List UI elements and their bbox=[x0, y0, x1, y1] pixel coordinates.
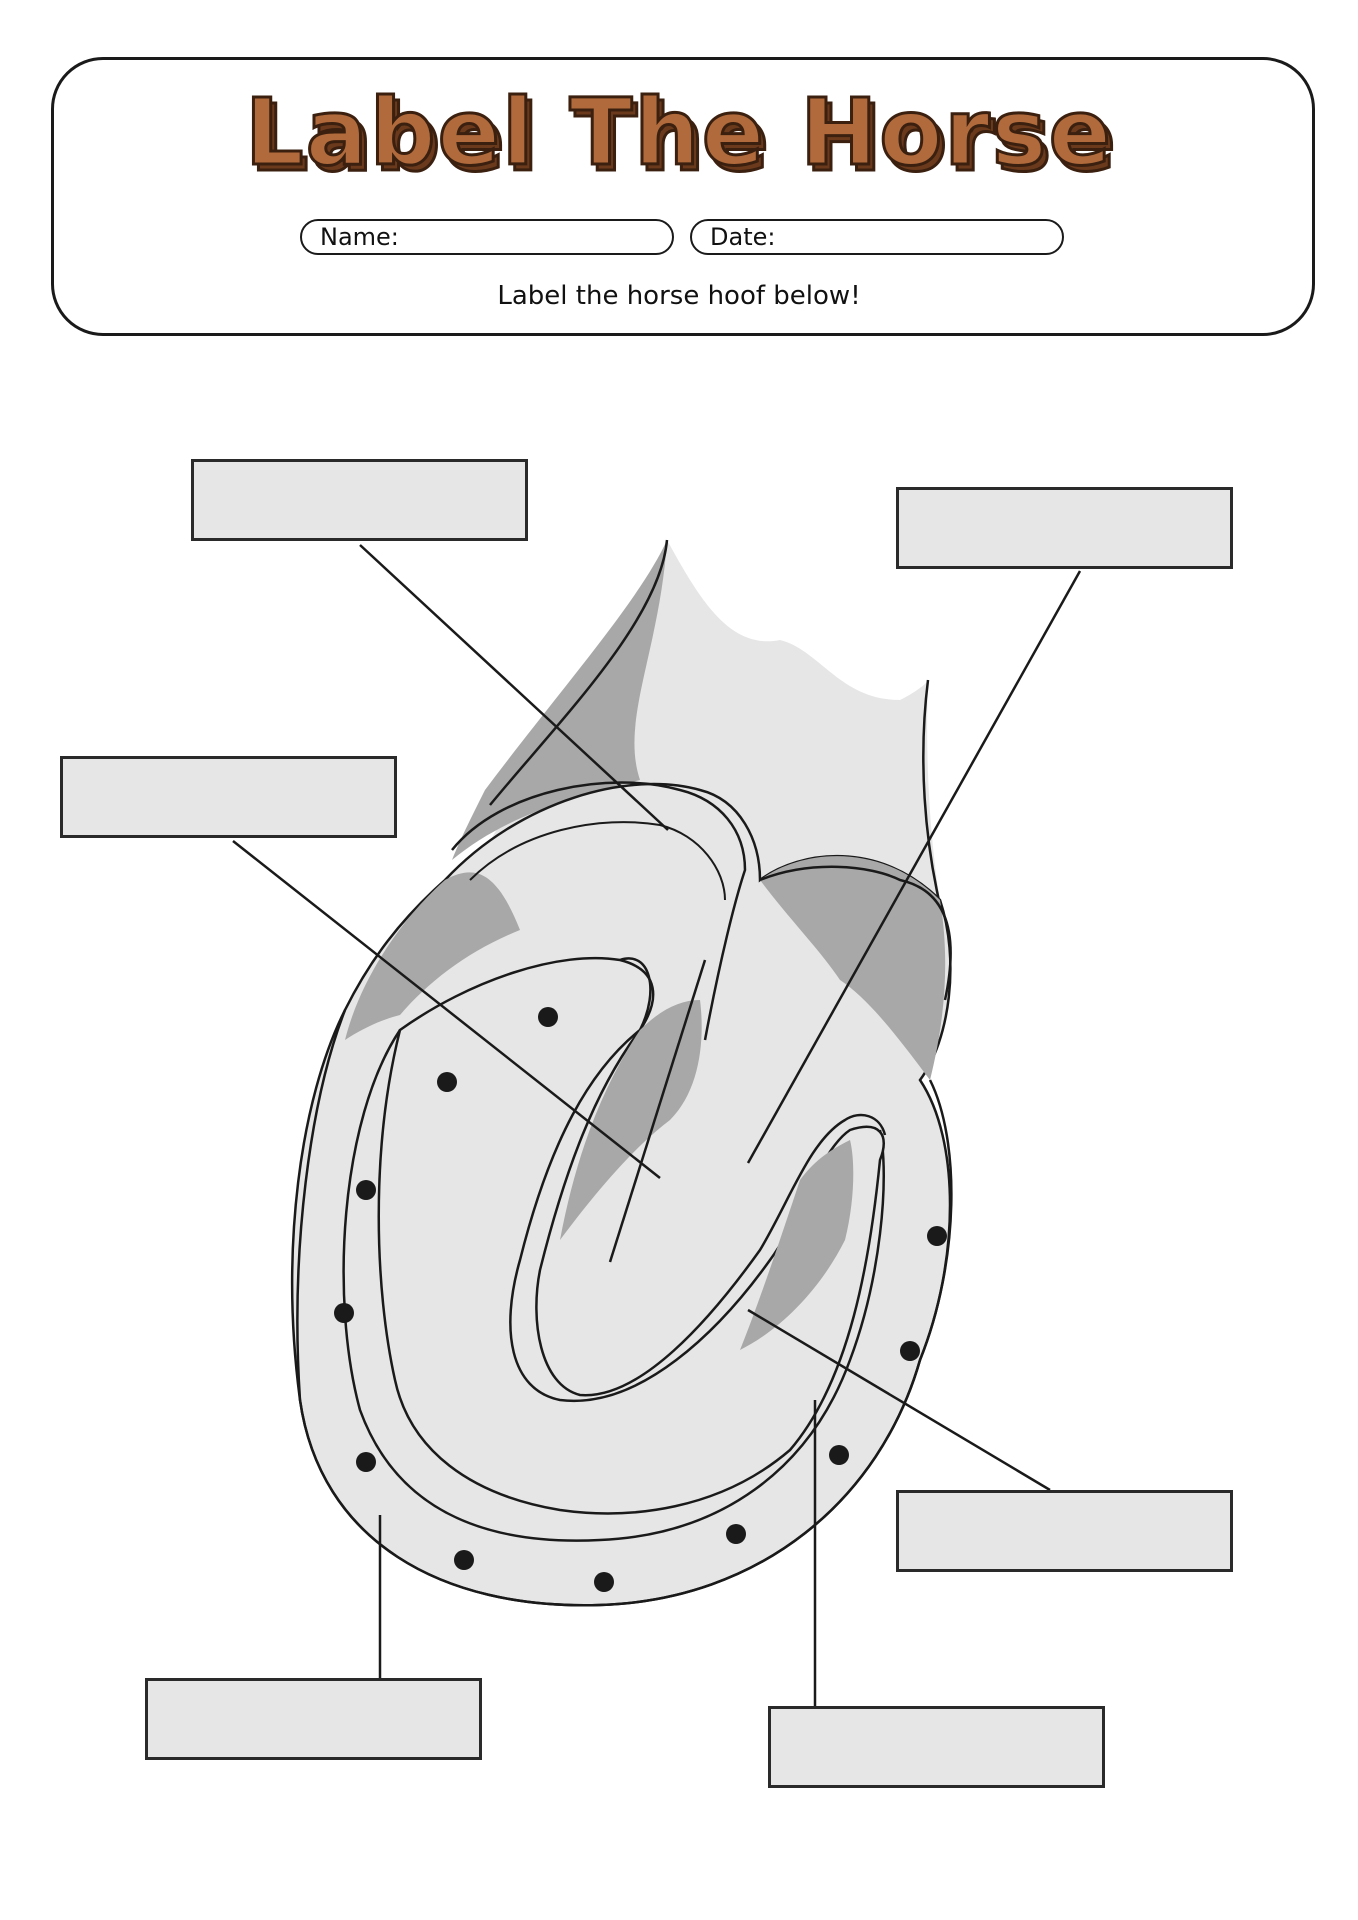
label-box-1[interactable] bbox=[191, 459, 528, 541]
pastern-right-edge bbox=[922, 679, 942, 906]
title-shadow: Label The Horse bbox=[250, 85, 1118, 192]
instruction-text: Label the horse hoof below! bbox=[497, 281, 861, 311]
label-box-2[interactable] bbox=[896, 487, 1233, 569]
nail-hole bbox=[356, 1452, 376, 1472]
bulb-shade-right bbox=[760, 856, 946, 1080]
leader-line bbox=[608, 959, 707, 1263]
pastern-left-edge bbox=[489, 539, 669, 806]
leader-lines bbox=[232, 544, 1082, 1706]
heel-bulb-left-inner bbox=[469, 821, 726, 901]
nail-hole bbox=[927, 1226, 947, 1246]
leader-line bbox=[746, 570, 1082, 1164]
heel-bulb-right bbox=[759, 865, 952, 1001]
frog bbox=[535, 957, 887, 1397]
nail-hole bbox=[334, 1303, 354, 1323]
heel-bulb-left bbox=[451, 781, 747, 1041]
leader-line bbox=[232, 840, 661, 1179]
shoe-inner bbox=[342, 1029, 885, 1542]
nail-hole bbox=[594, 1572, 614, 1592]
nail-hole bbox=[454, 1550, 474, 1570]
nail-hole bbox=[538, 1007, 558, 1027]
worksheet-header bbox=[51, 57, 1315, 336]
title-graphic: Label The Horse Label The Horse bbox=[244, 78, 1118, 194]
nail-hole bbox=[829, 1445, 849, 1465]
sole-shade bbox=[740, 1140, 854, 1350]
nail-holes bbox=[334, 1007, 947, 1592]
leader-line bbox=[747, 1308, 1051, 1492]
page-title: Label The Horse bbox=[245, 79, 1113, 186]
name-field[interactable]: Name: bbox=[300, 219, 674, 255]
frog-shade bbox=[560, 1000, 702, 1240]
label-box-3[interactable] bbox=[60, 756, 397, 838]
label-box-5[interactable] bbox=[145, 1678, 482, 1760]
label-box-4[interactable] bbox=[896, 1490, 1233, 1572]
leader-line bbox=[359, 544, 669, 831]
heel-shade-left bbox=[345, 872, 520, 1040]
nail-hole bbox=[356, 1180, 376, 1200]
label-box-6[interactable] bbox=[768, 1706, 1105, 1788]
date-field[interactable]: Date: bbox=[690, 219, 1064, 255]
nail-hole bbox=[726, 1524, 746, 1544]
nail-hole bbox=[900, 1341, 920, 1361]
shoe-outer bbox=[296, 1009, 953, 1607]
nail-hole bbox=[437, 1072, 457, 1092]
